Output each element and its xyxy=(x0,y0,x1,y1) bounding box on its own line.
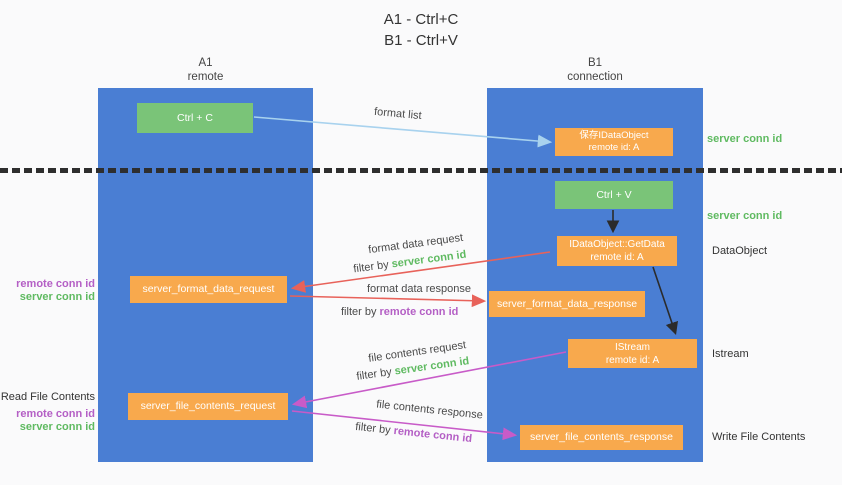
lane-a-name: A1 xyxy=(198,57,213,69)
filter-prefix: filter by xyxy=(354,420,395,437)
node-save-dataobject-line2: remote id: A xyxy=(588,142,640,153)
annotation-format-server-conn-id: server conn id xyxy=(19,291,95,303)
filter-prefix: filter by xyxy=(355,365,396,383)
diagram-title: A1 - Ctrl+C B1 - Ctrl+V xyxy=(0,9,842,51)
node-file-request-label: server_file_contents_request xyxy=(140,400,276,412)
node-server-file-contents-request: server_file_contents_request xyxy=(128,393,288,420)
arrow-format-data-response xyxy=(289,294,487,308)
annotation-read-file-contents: Read File Contents xyxy=(0,391,95,403)
filter-prefix: filter by xyxy=(341,306,380,318)
node-istream-line2: remote id: A xyxy=(605,354,660,366)
node-server-file-contents-response: server_file_contents_response xyxy=(520,425,683,450)
filter-key-remote-conn-id: remote conn id xyxy=(379,306,459,318)
node-istream: IStream remote id: A xyxy=(568,339,697,368)
node-server-format-data-response: server_format_data_response xyxy=(489,291,645,317)
node-getdata-line1: IDataObject::GetData xyxy=(569,239,665,250)
annotation-file-server-conn-id: server conn id xyxy=(19,421,95,433)
node-getdata-line2: remote id: A xyxy=(590,252,644,263)
node-ctrl-v-label: Ctrl + V xyxy=(596,188,632,201)
lane-b-name: B1 xyxy=(587,57,603,69)
node-ctrl-c-label: Ctrl + C xyxy=(177,111,213,124)
node-istream-line1: IStream xyxy=(614,341,650,353)
annotation-server-conn-id-mid: server conn id xyxy=(707,210,783,222)
node-save-dataobject: 保存IDataObject remote id: A xyxy=(555,128,673,156)
filter-key-server-conn-id: server conn id xyxy=(390,248,468,271)
lane-a-subtitle: remote xyxy=(187,71,224,83)
node-format-response-label: server_format_data_response xyxy=(496,297,638,310)
node-server-format-data-request: server_format_data_request xyxy=(130,276,287,303)
annotation-server-conn-id-top: server conn id xyxy=(707,133,783,145)
label-filter-format-response: filter by remote conn id xyxy=(341,306,458,318)
node-ctrl-v: Ctrl + V xyxy=(555,181,673,209)
label-file-contents-response: file contents response xyxy=(375,398,484,422)
annotation-format-remote-conn-id: remote conn id xyxy=(16,278,95,290)
lane-b-header: B1 connection xyxy=(487,56,703,84)
node-save-dataobject-line1: 保存IDataObject xyxy=(579,130,649,141)
filter-prefix: filter by xyxy=(352,258,393,276)
annotation-file-remote-conn-id: remote conn id xyxy=(16,408,95,420)
node-format-request-label: server_format_data_request xyxy=(142,283,275,295)
title-line-ctrl-v: B1 - Ctrl+V xyxy=(384,32,458,49)
node-file-response-label: server_file_contents_response xyxy=(529,431,673,443)
annotation-istream: Istream xyxy=(712,348,749,360)
phase-separator-dashed-line xyxy=(0,168,842,173)
node-idataobject-getdata: IDataObject::GetData remote id: A xyxy=(557,236,677,266)
node-ctrl-c: Ctrl + C xyxy=(137,103,253,133)
lane-b-subtitle: connection xyxy=(567,71,623,83)
annotation-write-file-contents: Write File Contents xyxy=(712,431,806,443)
annotation-dataobject: DataObject xyxy=(712,245,768,257)
label-format-data-response: format data response xyxy=(367,283,471,295)
filter-key-remote-conn-id: remote conn id xyxy=(392,424,473,446)
lane-a-header: A1 remote xyxy=(98,56,313,84)
label-filter-file-response: filter by remote conn id xyxy=(355,421,473,445)
title-line-ctrl-c: A1 - Ctrl+C xyxy=(383,11,459,28)
label-format-list: format list xyxy=(373,105,423,123)
